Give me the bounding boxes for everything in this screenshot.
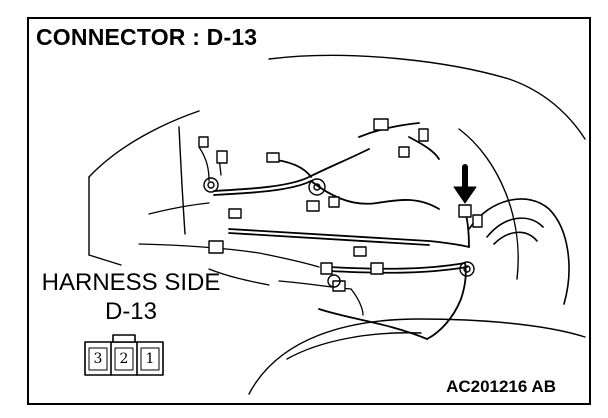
d13-pointer-arrow bbox=[453, 164, 477, 204]
harness-branches bbox=[138, 146, 364, 316]
connector-pin-labels: 3 2 1 bbox=[85, 342, 163, 375]
left-body-panel bbox=[88, 110, 200, 266]
pin-label: 1 bbox=[145, 351, 155, 367]
pin-label: 3 bbox=[93, 351, 103, 367]
wheel-arch bbox=[468, 198, 570, 305]
figure-code: AC201216 AB bbox=[446, 377, 556, 396]
connector-title: CONNECTOR : D-13 bbox=[36, 24, 258, 50]
vehicle-harness-illustration bbox=[84, 54, 586, 395]
diagram-frame: CONNECTOR : D-13 HARNESS SIDE D-13 3 2 1… bbox=[27, 17, 591, 405]
lower-body-sill bbox=[248, 318, 586, 395]
harness-side-label: HARNESS SIDE D-13 bbox=[41, 268, 221, 326]
main-harness-bundle bbox=[213, 122, 470, 340]
connector-id-text: D-13 bbox=[104, 298, 158, 325]
harness-connectors bbox=[198, 118, 483, 292]
harness-side-text: HARNESS SIDE bbox=[41, 269, 221, 296]
pin-label: 2 bbox=[119, 351, 129, 367]
connector-face-outline bbox=[84, 334, 164, 376]
grommets bbox=[203, 177, 475, 288]
rear-body-outline bbox=[268, 54, 586, 280]
